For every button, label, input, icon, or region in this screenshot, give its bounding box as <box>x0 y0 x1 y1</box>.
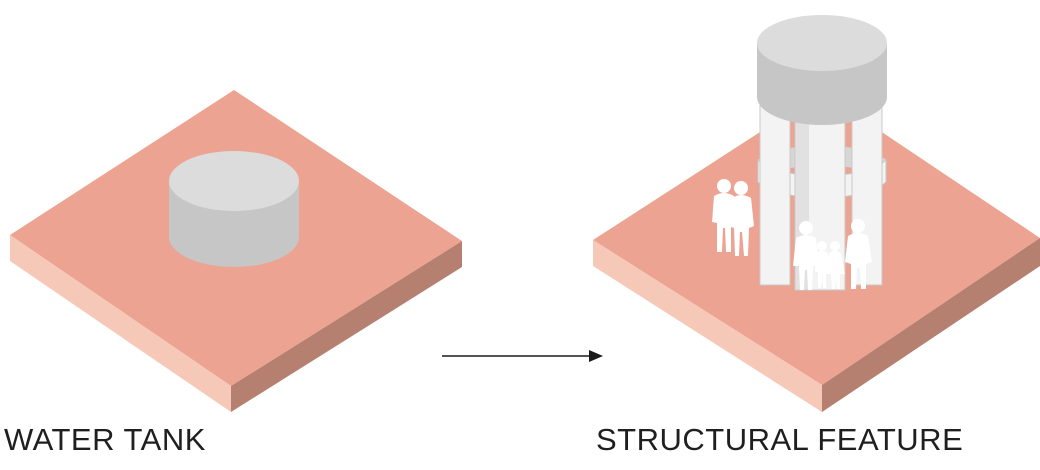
right-platform-left-side <box>593 240 822 412</box>
family-silhouette-icon <box>793 219 872 290</box>
elevated-tank-top <box>757 15 887 71</box>
right-arrow-icon <box>442 350 603 362</box>
water-tank-caption: WATER TANK <box>4 422 206 457</box>
water-tank-top <box>169 151 299 211</box>
right-platform-right-side <box>822 238 1040 412</box>
left-platform-right-side <box>231 241 462 412</box>
left-platform-left-side <box>10 235 231 412</box>
couple-silhouette-icon <box>712 179 754 256</box>
structural-feature-caption: STRUCTURAL FEATURE <box>596 422 964 457</box>
water-tank <box>169 151 299 267</box>
front-column-left <box>759 94 791 286</box>
